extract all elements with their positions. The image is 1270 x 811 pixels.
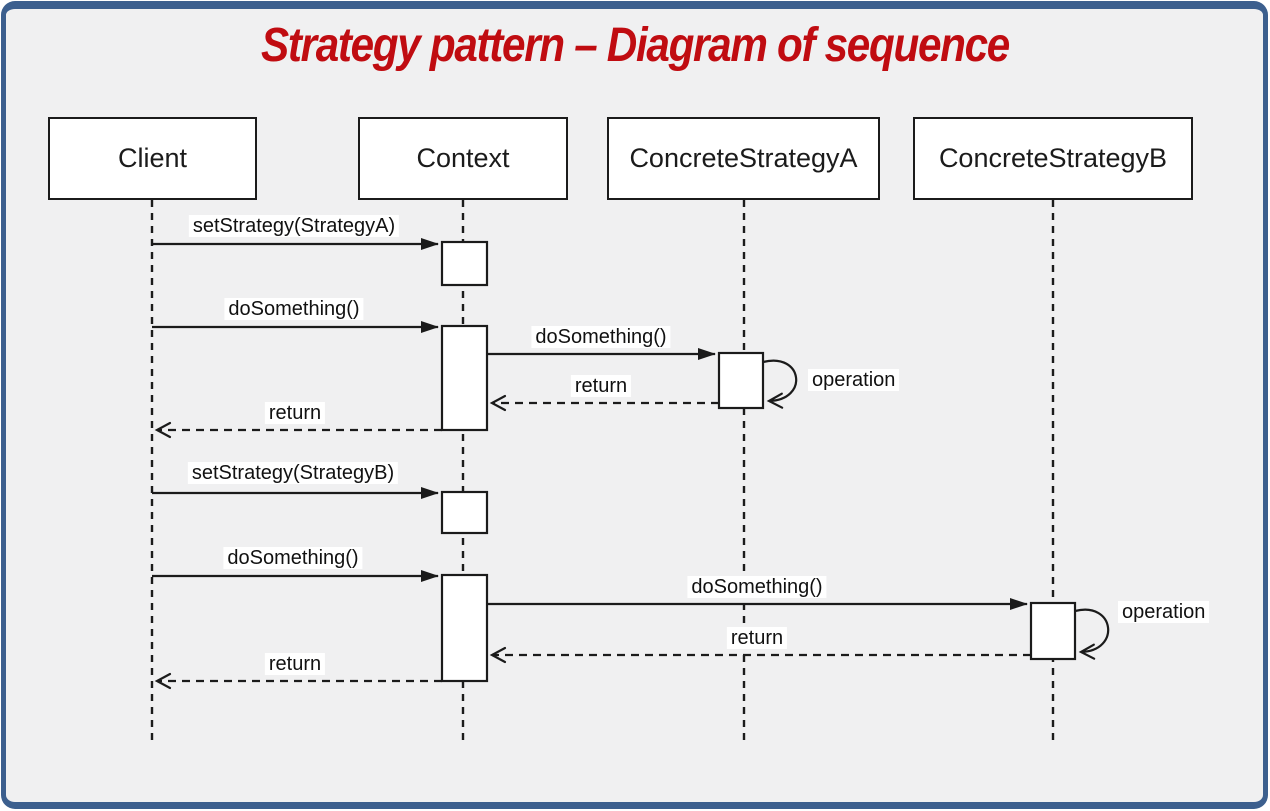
message-label-dosomething-1: doSomething() xyxy=(224,298,364,320)
message-label-return-a: return xyxy=(570,375,632,397)
actor-label-context: Context xyxy=(416,143,510,173)
message-label-return-client-2: return xyxy=(264,653,326,675)
actor-box-context: Context xyxy=(358,117,568,200)
actor-box-concretestrategyb: ConcreteStrategyB xyxy=(913,117,1193,200)
message-label-dosomething-2: doSomething() xyxy=(223,547,363,569)
activation-context-3 xyxy=(440,490,489,535)
actor-label-concretestrategya: ConcreteStrategyA xyxy=(629,143,858,173)
actor-label-client: Client xyxy=(117,143,188,173)
message-label-setstrategy-b: setStrategy(StrategyB) xyxy=(187,462,399,484)
message-label-operation-a: operation xyxy=(808,369,900,391)
activation-context-1 xyxy=(440,240,489,287)
activation-strategya xyxy=(717,351,765,410)
self-loop-operation-a xyxy=(762,359,798,409)
title-bar: Strategy pattern – Diagram of sequence xyxy=(0,16,1270,78)
diagram-title: Strategy pattern – Diagram of sequence xyxy=(261,19,1010,72)
message-label-return-client-1: return xyxy=(264,402,326,424)
actor-label-concretestrategyb: ConcreteStrategyB xyxy=(938,143,1168,173)
actor-box-concretestrategya: ConcreteStrategyA xyxy=(607,117,880,200)
message-label-return-b: return xyxy=(726,627,788,649)
message-label-dosomething-to-a: doSomething() xyxy=(531,326,671,348)
self-loop-operation-b xyxy=(1074,608,1110,660)
activation-context-4 xyxy=(440,573,489,683)
activation-context-2 xyxy=(440,324,489,432)
message-label-operation-b: operation xyxy=(1118,601,1210,623)
message-label-dosomething-to-b: doSomething() xyxy=(687,576,827,598)
actor-box-client: Client xyxy=(48,117,257,200)
activation-strategyb xyxy=(1029,601,1077,661)
message-label-setstrategy-a: setStrategy(StrategyA) xyxy=(188,215,400,237)
